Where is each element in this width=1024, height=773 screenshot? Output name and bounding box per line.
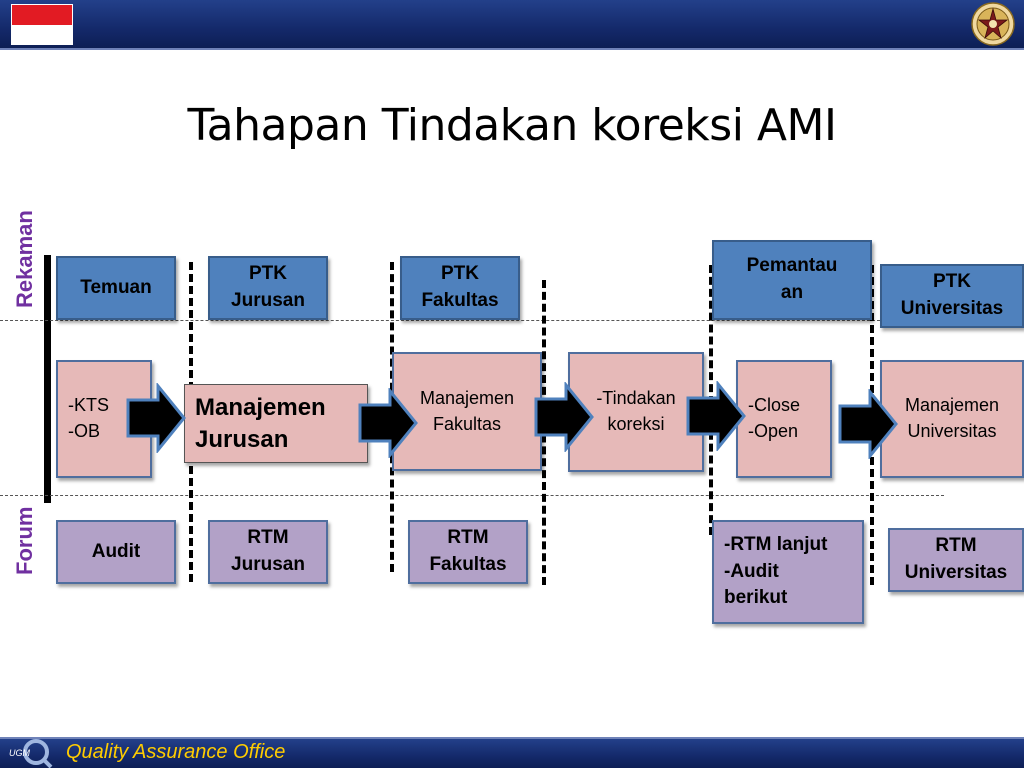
arrow-right-icon — [358, 388, 418, 458]
rtm-jurusan-box: RTM Jurusan — [208, 520, 328, 584]
rtm-universitas-line2: Universitas — [904, 562, 1008, 583]
qa-logo-icon: UGM — [6, 737, 56, 769]
ptk-fakultas-line1: PTK — [441, 263, 479, 285]
rtm-lanjut-line2: -Audit — [724, 560, 779, 582]
ptk-jurusan-line2: Jurusan — [231, 290, 305, 311]
manajemen-jurusan-line2: Jurusan — [195, 425, 289, 453]
ptk-fakultas-box: PTK Fakultas — [400, 256, 520, 320]
ptk-universitas-line2: Universitas — [900, 298, 1004, 319]
ptk-jurusan-line1: PTK — [248, 263, 287, 285]
page-title: Tahapan Tindakan koreksi AMI — [187, 100, 837, 151]
temuan-label: Temuan — [80, 276, 152, 298]
temuan-box: Temuan — [56, 256, 176, 320]
ob-label: -OB — [68, 421, 101, 441]
ptk-jurusan-box: PTK Jurusan — [208, 256, 328, 320]
ptk-universitas-line1: PTK — [932, 271, 971, 293]
arrow-right-icon — [686, 381, 746, 451]
rekaman-label: Rekaman — [12, 210, 37, 308]
tindakan-line2: koreksi — [607, 413, 665, 434]
pemantauan-line2: an — [780, 282, 804, 303]
arrow-right-icon — [838, 389, 898, 459]
footer-bar — [0, 737, 1024, 768]
tindakan-koreksi-box: -Tindakan koreksi — [568, 352, 704, 472]
upper-dashed-line — [0, 320, 880, 321]
manajemen-universitas-line1: Manajemen — [904, 395, 1000, 416]
ugm-emblem-icon — [971, 2, 1015, 46]
arrow-right-icon — [126, 383, 186, 453]
logo-text: UGM — [9, 748, 31, 758]
arrow-right-icon — [534, 382, 594, 452]
audit-label: Audit — [91, 540, 141, 562]
rtm-fakultas-line2: Fakultas — [429, 554, 507, 575]
left-divider — [44, 255, 51, 503]
rtm-jurusan-line2: Jurusan — [231, 554, 305, 575]
rtm-universitas-box: RTM Universitas — [888, 528, 1024, 592]
manajemen-jurusan-line1: Manajemen — [195, 394, 326, 422]
rtm-jurusan-line1: RTM — [247, 527, 289, 549]
rtm-fakultas-box: RTM Fakultas — [408, 520, 528, 584]
forum-label: Forum — [12, 506, 37, 576]
manajemen-universitas-line2: Universitas — [907, 421, 997, 441]
manajemen-fakultas-line1: Manajemen — [419, 388, 515, 408]
pemantauan-line1: Pemantau — [746, 255, 838, 277]
indonesia-flag-icon — [11, 4, 73, 45]
rtm-lanjut-line3: berikut — [724, 587, 788, 609]
rtm-universitas-line1: RTM — [935, 535, 977, 557]
close-open-box: -Close -Open — [736, 360, 832, 478]
rtm-fakultas-line1: RTM — [447, 527, 489, 549]
audit-box: Audit — [56, 520, 176, 584]
footer-text: Quality Assurance Office — [66, 741, 286, 763]
rtm-lanjut-box: -RTM lanjut -Audit berikut — [712, 520, 864, 624]
header-bar — [0, 0, 1024, 50]
ptk-fakultas-line2: Fakultas — [421, 290, 499, 311]
tindakan-line1: -Tindakan — [596, 388, 676, 408]
ptk-universitas-box: PTK Universitas — [880, 264, 1024, 328]
lower-dashed-line — [0, 495, 944, 496]
open-label: -Open — [748, 421, 799, 441]
close-label: -Close — [748, 395, 801, 416]
pemantauan-box: Pemantau an — [712, 240, 872, 320]
rtm-lanjut-line1: -RTM lanjut — [724, 533, 828, 555]
manajemen-fakultas-line2: Fakultas — [432, 413, 502, 434]
kts-label: -KTS — [68, 395, 110, 416]
